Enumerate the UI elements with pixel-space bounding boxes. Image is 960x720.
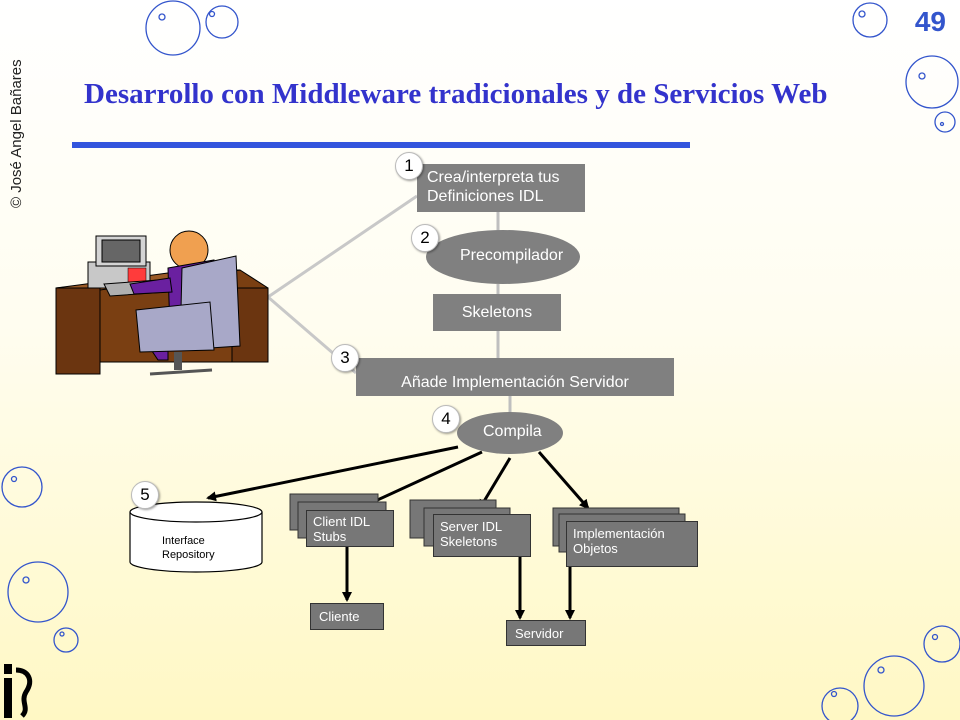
flow-spine (496, 212, 512, 414)
page-title: Desarrollo con Middleware tradicionales … (84, 78, 828, 110)
slide-number: 49 (914, 6, 946, 37)
step-1-line2: Definiciones IDL (427, 188, 544, 205)
client-stubs-line2: Stubs (313, 529, 347, 544)
step-3-box: Añade Implementación Servidor (356, 358, 674, 396)
server-skeletons-box: Server IDL Skeletons (433, 514, 531, 557)
precompilador-ellipse (426, 230, 580, 284)
step-3-label: Añade Implementación Servidor (401, 374, 629, 391)
skeletons-label: Skeletons (461, 304, 533, 321)
repository-line2: Repository (162, 549, 215, 561)
logo-icon (4, 664, 33, 718)
step-4-label: Compila (483, 423, 542, 440)
impl-objects-box: Implementación Objetos (566, 521, 698, 567)
server-skeletons-line2: Skeletons (440, 534, 498, 549)
server-box: Servidor (506, 620, 586, 646)
server-label: Servidor (515, 626, 564, 641)
skeletons-box: Skeletons (433, 294, 561, 331)
client-box: Cliente (310, 603, 384, 630)
impl-objects-line2: Objetos (573, 541, 618, 556)
impl-objects-line1: Implementación (573, 526, 665, 541)
client-stubs-line1: Client IDL (313, 514, 371, 529)
interface-repository-cylinder (129, 501, 263, 573)
client-label: Cliente (319, 609, 360, 624)
step-1-line1: Crea/interpreta tus (427, 169, 560, 186)
step-3-badge: 3 (331, 344, 359, 372)
repository-line1: Interface (162, 535, 205, 547)
interface-repository-label: Interface Repository (162, 534, 215, 562)
copyright-label: © José Angel Bañares (8, 59, 25, 208)
output-arrows (206, 445, 590, 620)
step-5-badge: 5 (131, 481, 159, 509)
step-2-badge: 2 (411, 224, 439, 252)
developer-illustration (55, 230, 269, 376)
server-skeletons-line1: Server IDL (440, 519, 503, 534)
compila-ellipse (457, 412, 563, 454)
step-2-label: Precompilador (460, 247, 564, 264)
step-1-badge: 1 (395, 152, 423, 180)
step-4-badge: 4 (432, 405, 460, 433)
title-rule (72, 142, 690, 148)
step-1-box: Crea/interpreta tus Definiciones IDL (417, 164, 585, 212)
client-stubs-box: Client IDL Stubs (306, 510, 394, 547)
